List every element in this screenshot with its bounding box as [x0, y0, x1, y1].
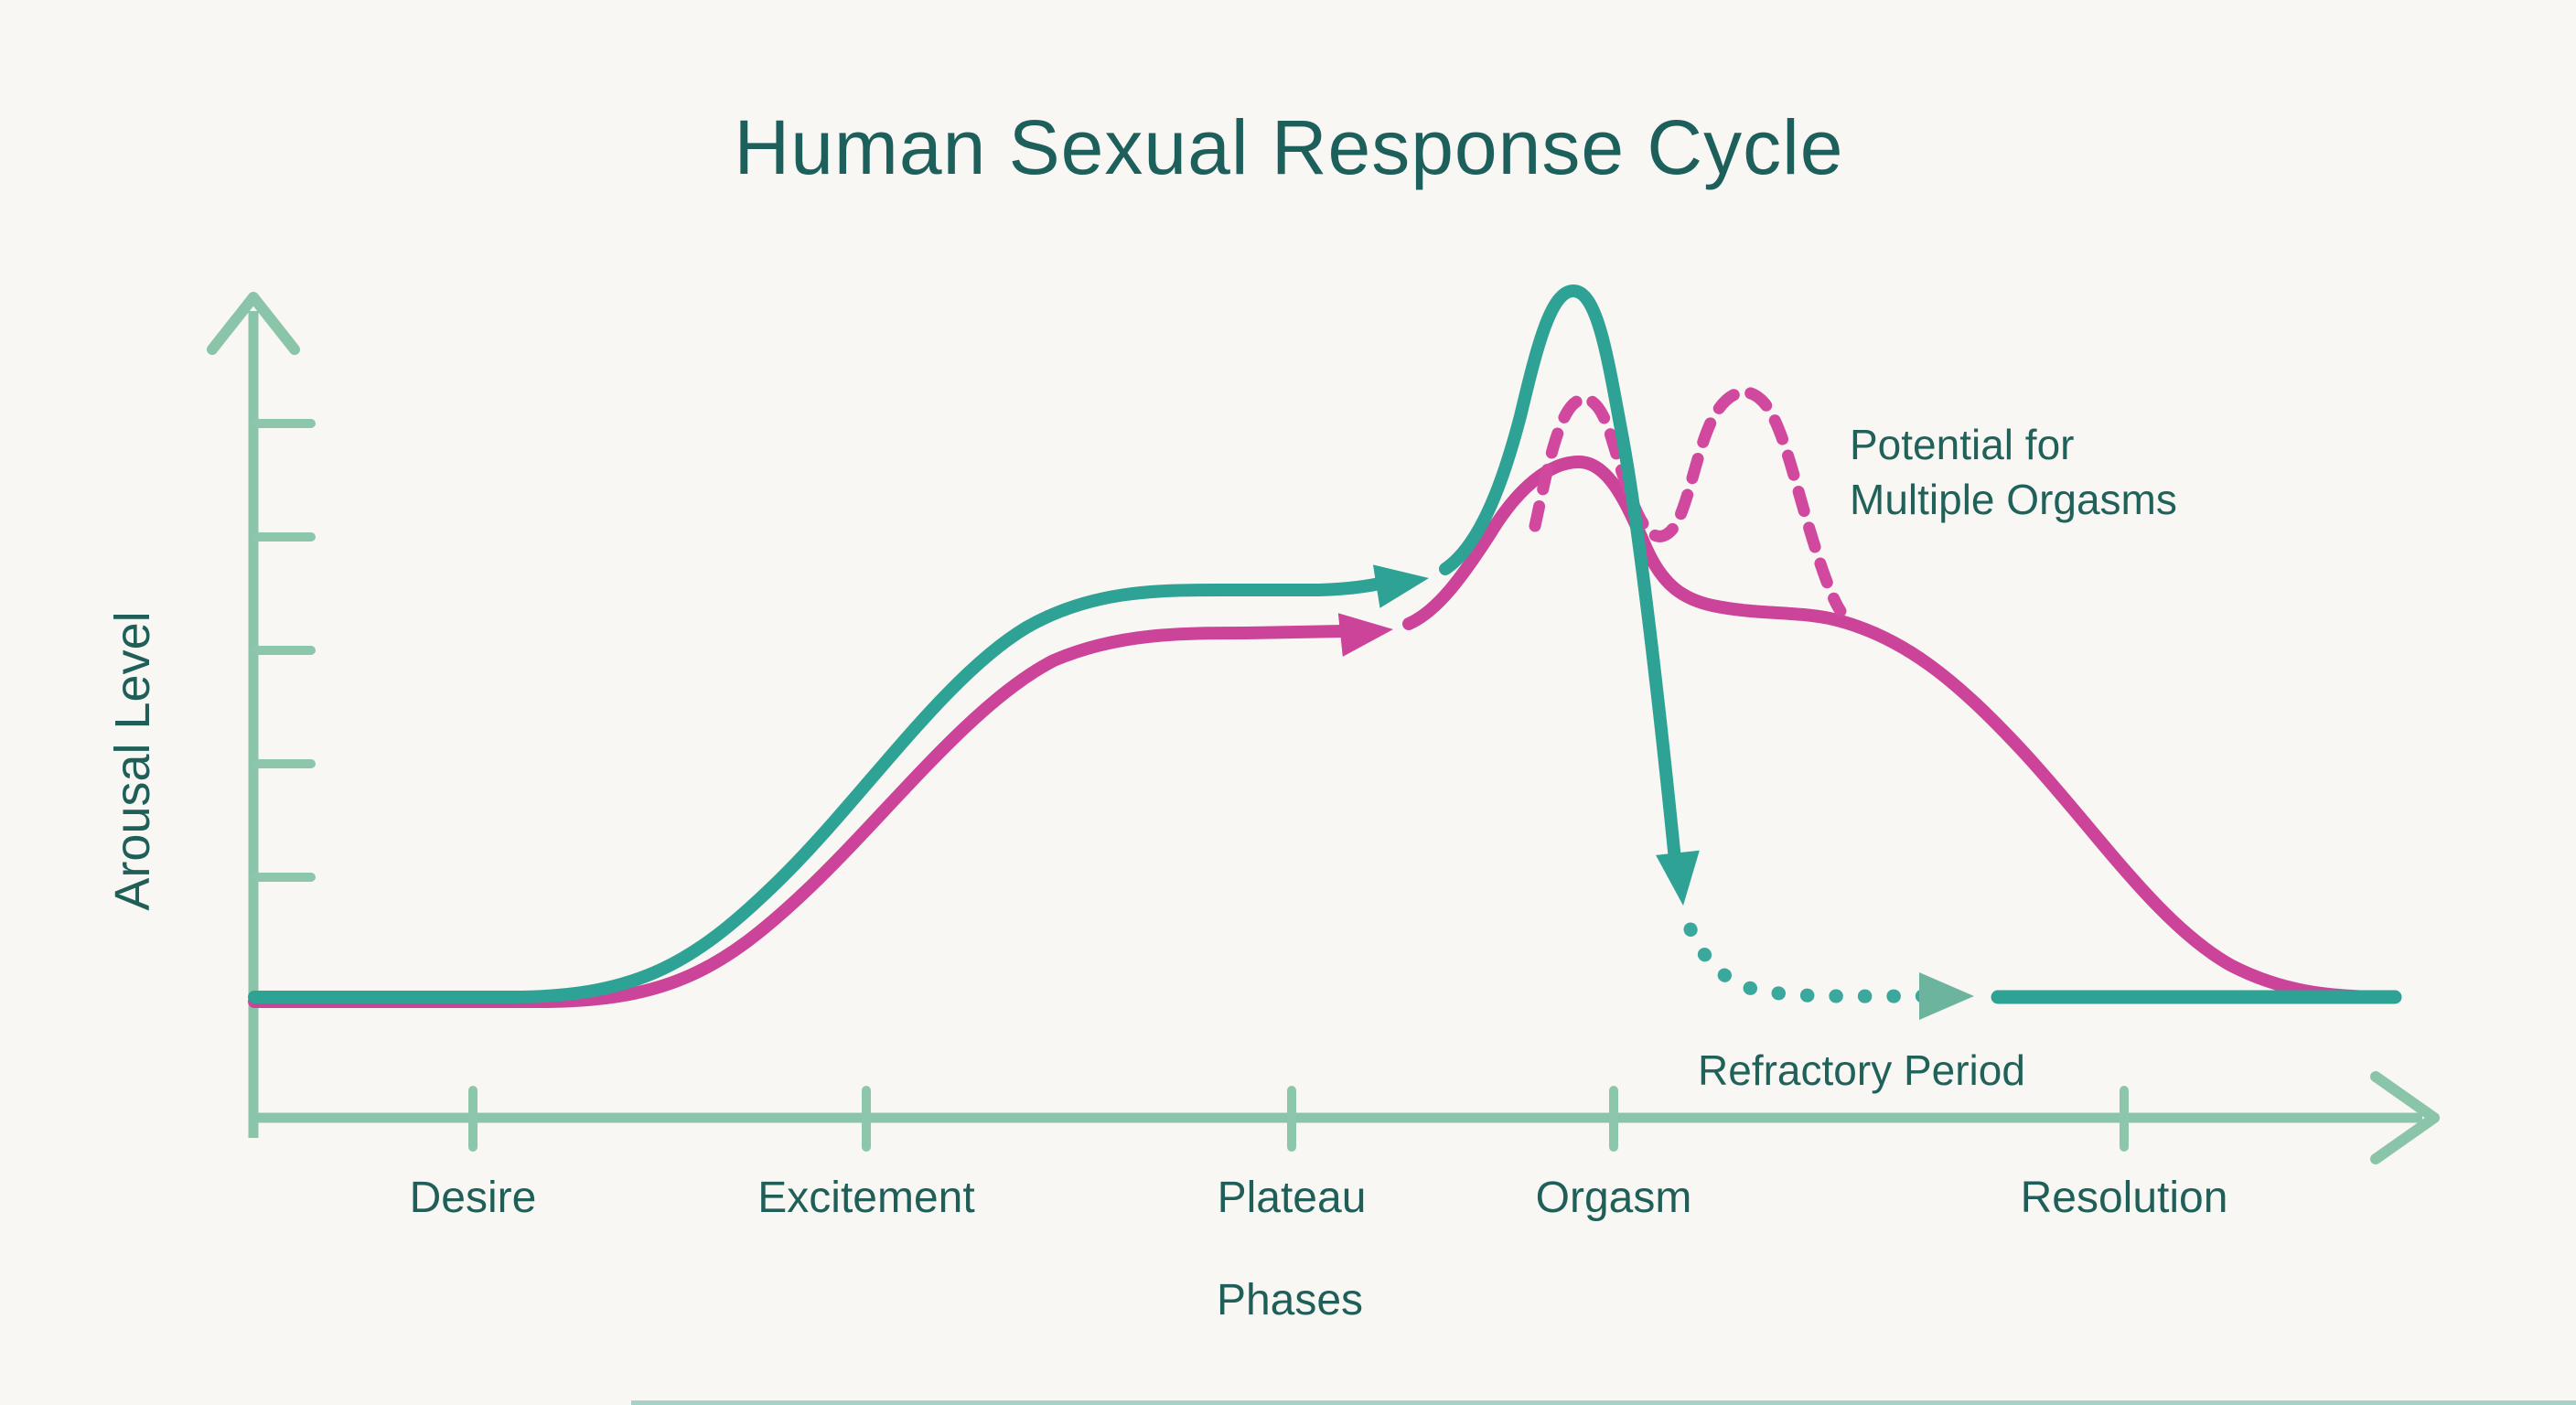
tick-label-resolution: Resolution	[2021, 1174, 2228, 1222]
tick-label-desire: Desire	[410, 1174, 537, 1222]
bottom-edge-line	[631, 1400, 2576, 1405]
multiple-orgasms-annotation-line1: Potential for	[1850, 421, 2074, 468]
y-axis-arrowhead-icon	[207, 292, 300, 355]
tick-label-orgasm: Orgasm	[1536, 1174, 1692, 1222]
teal-response-curve	[248, 284, 2402, 1020]
annotations: Potential for Multiple Orgasms Refractor…	[1698, 421, 2177, 1094]
x-axis-arrowhead-icon	[2370, 1071, 2440, 1164]
tick-label-excitement: Excitement	[757, 1174, 974, 1222]
refractory-arrowhead-icon	[1919, 972, 1974, 1020]
teal-curve-orgasm-peak-descent	[1439, 284, 1681, 866]
multiple-orgasms-annotation-line2: Multiple Orgasms	[1850, 476, 2177, 523]
pink-curve-peak-resolution	[1402, 455, 2380, 1003]
teal-curve-rise-plateau	[248, 577, 1386, 1003]
tick-label-plateau: Plateau	[1218, 1174, 1367, 1222]
teal-descent-arrowhead-icon	[1656, 850, 1700, 906]
pink-plateau-arrowhead-icon	[1337, 613, 1393, 657]
pink-dashed-multiple-orgasms-curve	[1529, 386, 1847, 617]
pink-response-curve	[248, 386, 2380, 1008]
x-axis-tick-labels: Desire Excitement Plateau Orgasm Resolut…	[410, 1174, 2228, 1222]
y-axis-ticks	[252, 419, 316, 882]
teal-plateau-arrowhead-icon	[1372, 564, 1429, 608]
x-axis-title: Phases	[1217, 1276, 1363, 1325]
y-axis-title: Arousal Level	[105, 611, 160, 910]
teal-dotted-refractory-curve	[1683, 922, 1936, 1003]
pink-curve-rise-plateau	[248, 625, 1349, 1008]
x-axis: Desire Excitement Plateau Orgasm Resolut…	[249, 1071, 2440, 1325]
x-axis-ticks	[468, 1086, 2129, 1152]
page-title: Human Sexual Response Cycle	[735, 104, 1844, 190]
refractory-period-annotation: Refractory Period	[1698, 1046, 2025, 1094]
